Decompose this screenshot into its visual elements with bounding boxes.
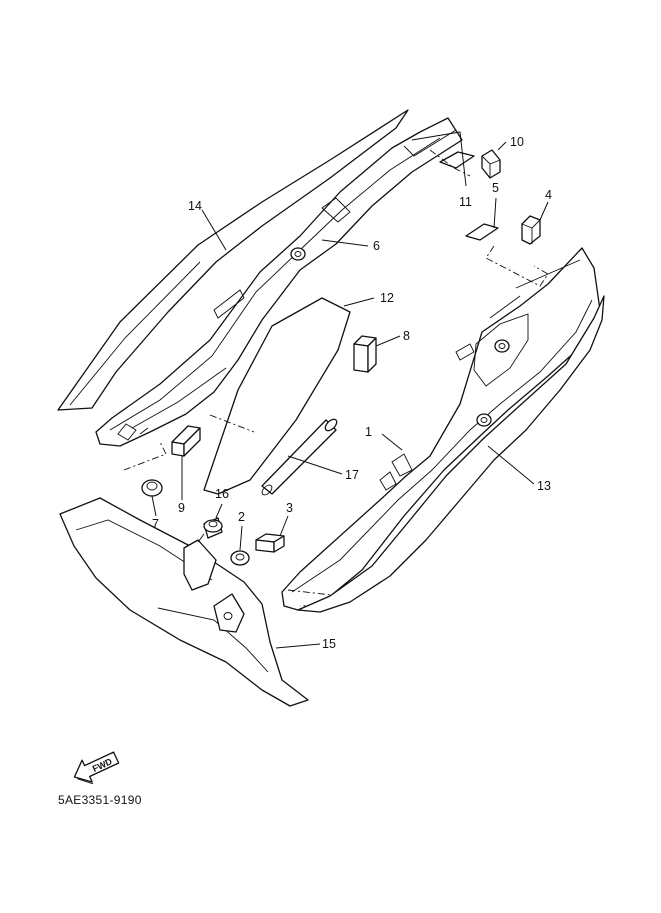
part-10-damper xyxy=(481,149,501,179)
part-13-graphic-right xyxy=(297,295,605,613)
callout-2: 2 xyxy=(238,510,245,524)
part-9-damper xyxy=(171,425,201,457)
callout-12: 12 xyxy=(380,291,394,305)
part-5-damper xyxy=(465,223,499,241)
callout-16: 16 xyxy=(215,487,229,501)
callout-5: 5 xyxy=(492,181,499,195)
part-15-cover xyxy=(59,497,309,707)
fwd-arrow-icon: FWD xyxy=(73,751,120,785)
callout-6: 6 xyxy=(373,239,380,253)
callout-9: 9 xyxy=(178,501,185,515)
callout-1: 1 xyxy=(365,425,372,439)
part-7-grommet xyxy=(141,479,163,497)
part-16-grommet xyxy=(203,517,223,539)
callout-4: 4 xyxy=(545,188,552,202)
drawing-code: 5AE3351-9190 xyxy=(58,793,142,807)
part-2-grommet xyxy=(230,550,250,566)
callout-15: 15 xyxy=(322,637,336,651)
part-4-damper xyxy=(521,215,541,245)
part-17-damper-tube xyxy=(261,418,338,496)
callout-labels: 10 5 4 11 14 6 12 8 1 17 13 9 16 2 3 7 1… xyxy=(152,135,552,651)
part-8-damper xyxy=(353,335,377,373)
part-6-side-cover-left xyxy=(95,117,463,447)
callout-3: 3 xyxy=(286,501,293,515)
callout-13: 13 xyxy=(537,479,551,493)
callout-10: 10 xyxy=(510,135,524,149)
callout-11: 11 xyxy=(459,195,472,209)
callout-8: 8 xyxy=(403,329,410,343)
callout-7: 7 xyxy=(152,517,159,531)
callout-leaders xyxy=(151,131,549,649)
callout-14: 14 xyxy=(188,199,202,213)
part-11-damper xyxy=(439,151,475,169)
part-3-damper xyxy=(255,533,285,553)
callout-17: 17 xyxy=(345,468,359,482)
part-12-plate xyxy=(203,297,351,495)
part-14-graphic-left xyxy=(57,109,409,411)
